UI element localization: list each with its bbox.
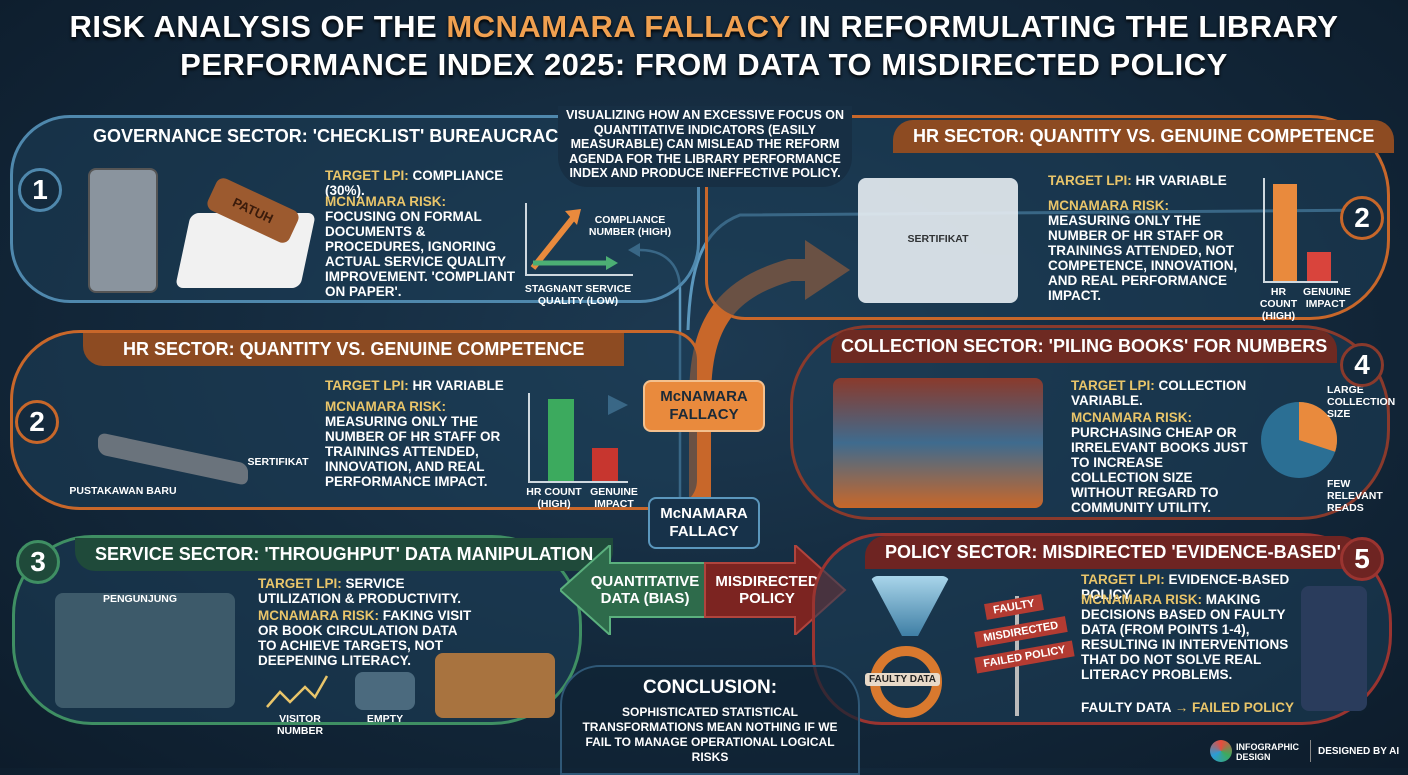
desk-illustration: [435, 653, 555, 718]
intro-text: VISUALIZING HOW AN EXCESSIVE FOCUS ON QU…: [558, 106, 852, 187]
service-target: TARGET LPI: SERVICE UTILIZATION & PRODUC…: [258, 576, 461, 606]
hr-left-header: HR SECTOR: QUANTITY VS. GENUINE COMPETEN…: [83, 333, 625, 366]
title-text: IN REFORMULATING THE LIBRARY: [790, 9, 1339, 44]
bar-label: HR COUNT (HIGH): [1259, 286, 1298, 322]
hr-bar-chart-left: [528, 393, 628, 483]
service-header: SERVICE SECTOR: 'THROUGHPUT' DATA MANIPU…: [75, 538, 614, 571]
certificate-label: SERTIFIKAT: [247, 456, 309, 468]
bar-hr-count: [548, 399, 574, 481]
turnstile-illustration: [55, 593, 235, 708]
policy-panel: POLICY SECTOR: MISDIRECTED 'EVIDENCE-BAS…: [812, 533, 1392, 725]
policy-flow: FAULTY DATA → FAILED POLICY: [1081, 700, 1295, 715]
bar-genuine-impact: [592, 448, 618, 481]
bar-hr-count: [1273, 184, 1297, 281]
conclusion-title: CONCLUSION:: [642, 677, 778, 698]
pie-label-large: LARGE COLLECTION SIZE: [1327, 384, 1396, 420]
bar-label: HR COUNT (HIGH): [526, 486, 582, 510]
collection-header: COLLECTION SECTOR: 'PILING BOOKS' FOR NU…: [831, 330, 1338, 363]
conclusion-box: CONCLUSION: SOPHISTICATED STATISTICAL TR…: [560, 665, 860, 775]
conveyor-illustration: [98, 432, 248, 486]
visitor-label: PENGUNJUNG: [102, 593, 178, 605]
title-highlight: MCNAMARA FALLACY: [446, 9, 791, 44]
title-line-2: PERFORMANCE INDEX 2025: FROM DATA TO MIS…: [180, 47, 1228, 82]
visitor-number-label: VISITOR NUMBER: [276, 713, 324, 737]
governance-target: TARGET LPI: COMPLIANCE (30%).: [325, 168, 504, 198]
chart-label-low: STAGNANT SERVICE QUALITY (LOW): [524, 283, 632, 307]
bar-label: GENUINE IMPACT: [590, 486, 638, 510]
officer-illustration: [1301, 586, 1367, 711]
empty-room-illustration: [355, 672, 415, 710]
title-text: RISK ANALYSIS OF THE: [69, 9, 447, 44]
pie-slice-large: [1299, 402, 1337, 452]
visitor-trend-chart: [266, 675, 329, 708]
service-risk: MCNAMARA RISK: FAKING VISIT OR BOOK CIRC…: [258, 608, 472, 668]
conveyor-label: PUSTAKAWAN BARU: [69, 485, 177, 497]
filing-cabinet-illustration: [88, 168, 158, 293]
center-arrows: [560, 545, 847, 635]
misdirected-policy-label: MISDIRECTED POLICY: [715, 573, 819, 607]
sign-faulty: FAULTY: [984, 594, 1044, 620]
funnel-illustration: [870, 576, 950, 636]
policy-header: POLICY SECTOR: MISDIRECTED 'EVIDENCE-BAS…: [865, 536, 1361, 569]
books-forklift-illustration: [833, 378, 1043, 508]
hr-bar-chart: [1263, 178, 1338, 283]
step-number-5: 5: [1340, 537, 1384, 581]
step-number-3: 3: [16, 540, 60, 584]
step-number-2-left: 2: [15, 400, 59, 444]
hr-panel-left: HR SECTOR: QUANTITY VS. GENUINE COMPETEN…: [10, 330, 700, 510]
logo-text: INFOGRAPHIC DESIGN: [1236, 742, 1299, 762]
hr-right-target: TARGET LPI: HR VARIABLE: [1048, 173, 1227, 188]
empty-label: EMPTY: [366, 713, 404, 725]
hr-panel-right: HR SECTOR: QUANTITY VS. GENUINE COMPETEN…: [705, 115, 1395, 322]
bar-label: GENUINE IMPACT: [1303, 286, 1351, 310]
certificates-illustration: SERTIFIKAT: [858, 178, 1018, 303]
compliance-chart: [525, 203, 633, 276]
hr-left-risk: MCNAMARA RISK: MEASURING ONLY THE NUMBER…: [325, 399, 501, 489]
collection-target: TARGET LPI: COLLECTION VARIABLE.: [1071, 378, 1247, 408]
collection-panel: COLLECTION SECTOR: 'PILING BOOKS' FOR NU…: [790, 325, 1396, 520]
conclusion-body: SOPHISTICATED STATISTICAL TRANSFORMATION…: [582, 705, 838, 764]
hr-right-header: HR SECTOR: QUANTITY VS. GENUINE COMPETEN…: [893, 120, 1395, 153]
footer-divider: [1310, 740, 1311, 762]
step-number-1: 1: [18, 168, 62, 212]
mcnamara-fallacy-box: McNAMARA FALLACY: [643, 380, 765, 432]
hr-right-risk: MCNAMARA RISK: MEASURING ONLY THE NUMBER…: [1048, 198, 1238, 303]
hr-left-target: TARGET LPI: HR VARIABLE: [325, 378, 504, 393]
chart-label-high: COMPLIANCE NUMBER (HIGH): [588, 214, 672, 238]
step-number-4: 4: [1340, 343, 1384, 387]
designed-by-credit: DESIGNED BY AI: [1318, 746, 1400, 757]
service-panel: SERVICE SECTOR: 'THROUGHPUT' DATA MANIPU…: [12, 535, 614, 737]
step-number-2: 2: [1340, 196, 1384, 240]
collection-risk: MCNAMARA RISK: PURCHASING CHEAP OR IRREL…: [1071, 410, 1248, 515]
gear-label: FAULTY DATA: [865, 673, 941, 686]
collection-pie-chart: [1261, 402, 1337, 478]
compliance-arrow: [530, 216, 576, 270]
policy-risk: MCNAMARA RISK: MAKING DECISIONS BASED ON…: [1081, 592, 1289, 682]
bar-genuine-impact: [1307, 251, 1331, 281]
quantitative-data-label: QUANTITATIVE DATA (BIAS): [590, 573, 700, 607]
policy-target: TARGET LPI: EVIDENCE-BASED POLICY: [1081, 572, 1290, 602]
governance-risk: MCNAMARA RISK: FOCUSING ON FORMAL DOCUME…: [325, 194, 515, 299]
governance-header: GOVERNANCE SECTOR: 'CHECKLIST' BUREAUCRA…: [93, 126, 571, 146]
logo-icon: [1210, 740, 1232, 762]
page-title: RISK ANALYSIS OF THE MCNAMARA FALLACY IN…: [0, 8, 1408, 84]
pie-label-few: FEW RELEVANT READS: [1327, 478, 1383, 514]
mcnamara-fallacy-box-2: McNAMARA FALLACY: [648, 497, 760, 549]
